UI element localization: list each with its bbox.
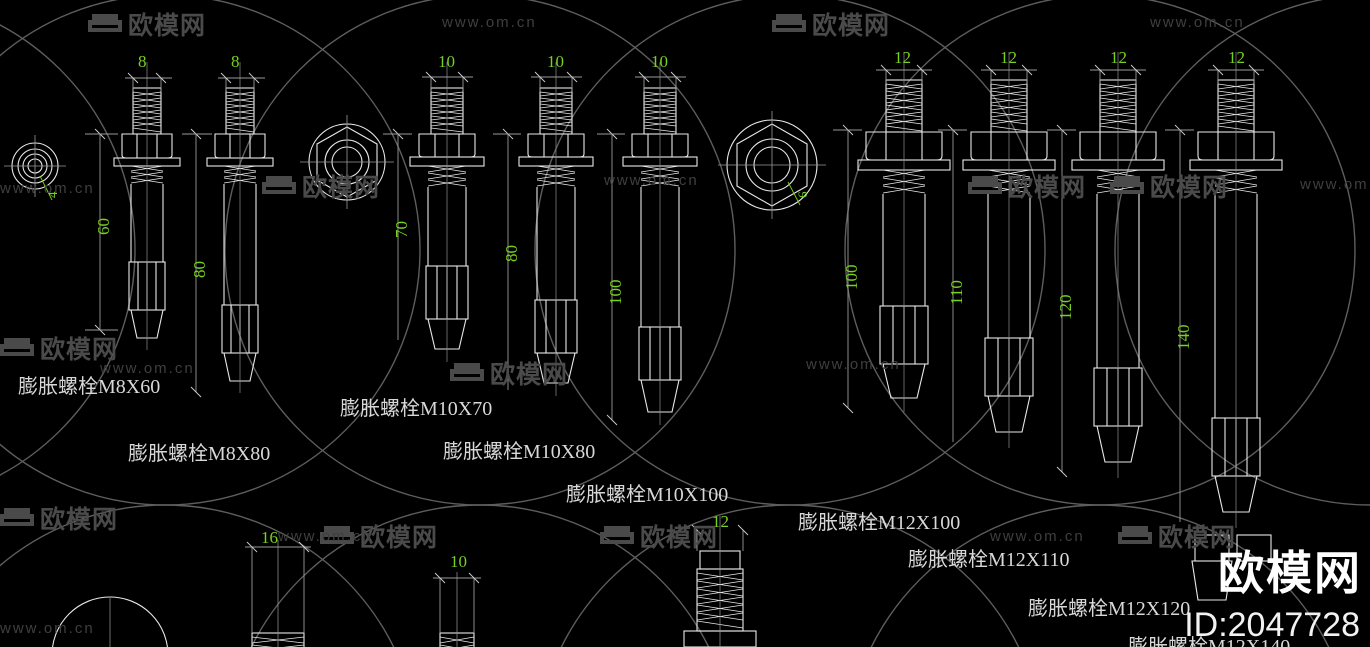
bottom-topview-circle	[52, 596, 168, 647]
dim-L80a: 80	[190, 261, 209, 278]
dimline-b16	[245, 541, 311, 633]
dimline-d10-a	[422, 71, 473, 92]
dim-d10-b: 10	[547, 52, 564, 71]
dimline-d10-b	[531, 71, 582, 92]
label-m8x80: 膨胀螺栓M8X80	[128, 443, 271, 465]
dim-b10: 10	[450, 552, 467, 571]
label-m12x140: 膨胀螺栓M12X140	[1128, 636, 1291, 647]
dimline-d12-c	[1090, 64, 1146, 84]
dim-d12-b: 12	[1000, 48, 1017, 67]
dim-d8-a: 8	[138, 52, 147, 71]
bolt-m12x110	[962, 52, 1056, 448]
dim-small-4: 4	[45, 191, 60, 199]
dim-d12-d: 12	[1228, 48, 1245, 67]
dimline-d12-d	[1208, 64, 1264, 84]
dimline-L120	[1047, 124, 1076, 478]
dim-d10-c: 10	[651, 52, 668, 71]
dim-d12-c: 12	[1110, 48, 1127, 67]
dimline-d12-a	[876, 64, 932, 84]
bolt-m8x60	[113, 62, 181, 350]
dimline-L100a	[597, 128, 625, 426]
dimline-d12-b	[981, 64, 1037, 84]
topview-hexnut-m10	[300, 115, 394, 209]
dimline-L60	[85, 128, 118, 336]
label-m12x110: 膨胀螺栓M12X110	[908, 549, 1070, 571]
dimline-L80b	[493, 128, 521, 390]
brand-logo-text: 欧模网	[1218, 547, 1362, 599]
bolt-m12x100	[857, 52, 951, 412]
bolt-m10x70	[409, 62, 485, 362]
dim-L100a: 100	[606, 279, 625, 306]
bolt-m8x80	[206, 62, 274, 393]
bolt-m10x80	[518, 62, 594, 396]
dim-small-6: 6	[795, 191, 810, 199]
dim-b16: 16	[261, 528, 278, 547]
bottom-bolt-m16	[251, 540, 305, 647]
label-m10x70: 膨胀螺栓M10X70	[340, 398, 493, 420]
dimline-L70	[383, 128, 412, 340]
dim-L100b: 100	[842, 264, 861, 291]
dimline-d8-b	[218, 72, 265, 92]
dimline-d10-c	[635, 71, 686, 92]
dim-L140: 140	[1174, 324, 1193, 351]
bottom-bolt-right-partial	[1191, 534, 1272, 601]
dimline-L110	[938, 124, 967, 442]
dim-b12: 12	[712, 512, 729, 531]
dim-d8-b: 8	[231, 52, 240, 71]
label-m8x60: 膨胀螺栓M8X60	[18, 376, 161, 398]
bottom-bolt-m12	[683, 516, 757, 647]
label-m12x100: 膨胀螺栓M12X100	[798, 512, 961, 534]
topview-washer-small	[4, 135, 66, 201]
dim-L70: 70	[392, 221, 411, 238]
dim-L110: 110	[947, 280, 966, 305]
dimline-L80a	[182, 128, 212, 398]
dim-L120: 120	[1056, 294, 1075, 321]
dim-d10-a: 10	[438, 52, 455, 71]
dimline-L140	[1165, 124, 1194, 522]
label-m10x100: 膨胀螺栓M10X100	[566, 484, 729, 506]
dimline-d8-a	[125, 72, 172, 92]
brand-model-id: ID:2047728	[1184, 606, 1360, 644]
dim-d12-a: 12	[894, 48, 911, 67]
dimline-b12	[691, 524, 749, 551]
label-m12x120: 膨胀螺栓M12X120	[1028, 598, 1191, 620]
dim-L60: 60	[94, 218, 113, 235]
bolt-m12x140	[1189, 52, 1283, 528]
dimline-L100b	[833, 124, 862, 414]
bolt-m10x100	[622, 62, 698, 425]
dimline-b10	[433, 572, 481, 633]
dim-L80b: 80	[502, 245, 521, 262]
bottom-bolt-m10	[439, 572, 475, 647]
bolt-m12x120	[1071, 52, 1165, 478]
label-m10x80: 膨胀螺栓M10X80	[443, 441, 596, 463]
topview-hexnut-m12	[718, 111, 826, 219]
